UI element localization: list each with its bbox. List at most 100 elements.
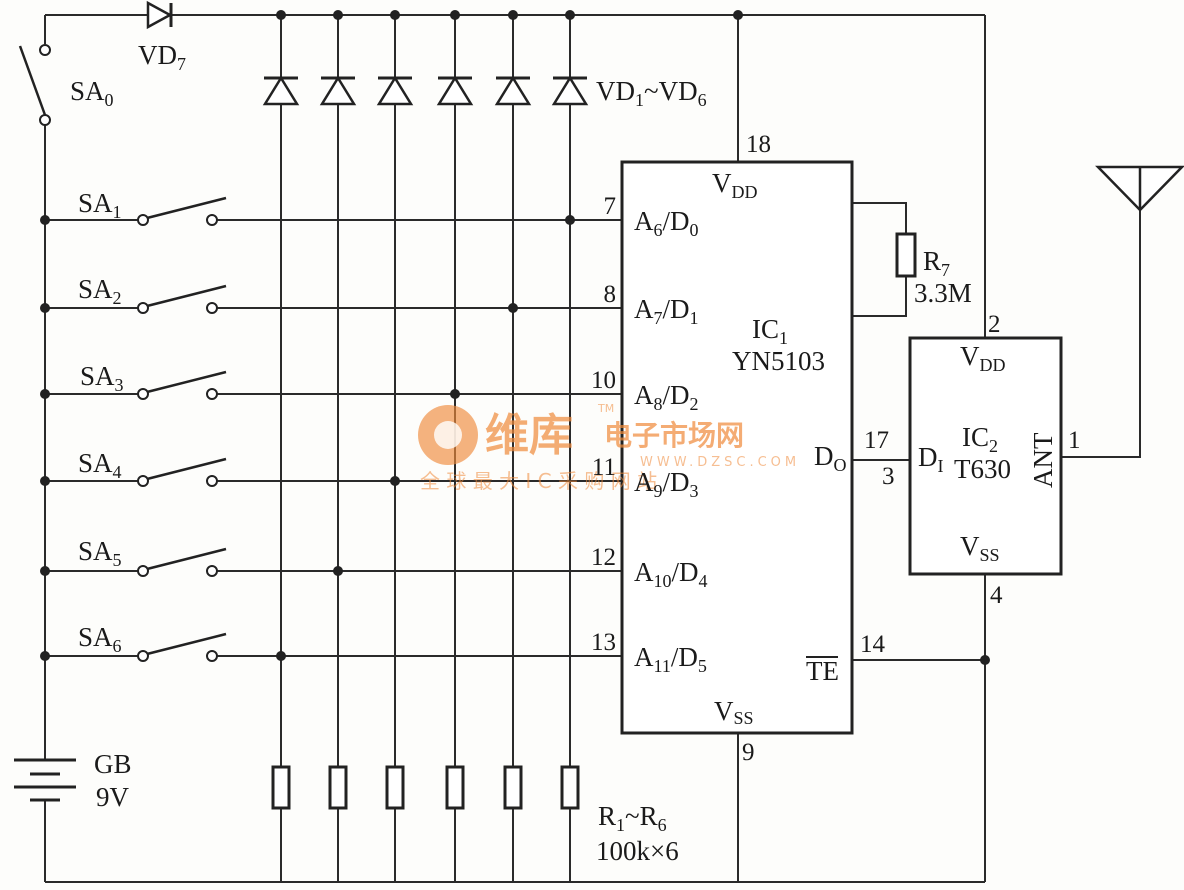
switch-sa0[interactable] <box>18 44 51 126</box>
resistor-r4 <box>445 765 465 810</box>
ic2-pin-ant: 1 <box>1068 427 1081 454</box>
switch-sa4[interactable] <box>137 457 227 487</box>
ic2-body <box>908 336 1063 576</box>
ic1-pin-11: 11 <box>592 454 616 481</box>
ic1-pin-12: 12 <box>591 544 616 571</box>
ic1-pin-te: 14 <box>860 631 886 658</box>
watermark-site: 电子市场网 <box>604 419 744 452</box>
switch-sa2[interactable] <box>137 284 227 314</box>
ic1-pin-7: 7 <box>604 193 617 220</box>
ic2-pin-vdd: 2 <box>988 311 1001 338</box>
diode-vd5 <box>494 75 532 106</box>
sa6-label: SA6 <box>78 622 122 656</box>
junction-dot <box>980 655 990 665</box>
battery-value: 9V <box>96 782 130 812</box>
ic2-part: T630 <box>954 454 1011 484</box>
sa5-label: SA5 <box>78 536 122 570</box>
junction-dot <box>565 215 575 225</box>
junction-dot <box>333 566 343 576</box>
battery-gb <box>14 758 76 802</box>
watermark-tm: TM <box>597 402 614 415</box>
switches-sa1-sa6 <box>137 196 227 662</box>
diode-vd4 <box>436 75 474 106</box>
ic2-din-label: DI <box>918 442 944 476</box>
sa1-label: SA1 <box>78 188 122 222</box>
watermark-slogan: 全 球 最 大 I C 采 购 网 站 <box>420 469 657 493</box>
ic1-dout-label: DO <box>814 441 847 475</box>
ic1-part: YN5103 <box>732 346 825 376</box>
junction-dot <box>390 10 400 20</box>
ic1-name: IC1 <box>752 314 788 348</box>
ic2-vss-label: VSS <box>960 531 1000 565</box>
ic1-body <box>620 160 854 735</box>
resistor-r6 <box>560 765 580 810</box>
ic1-input-labels: 7 A6/D0 8 A7/D1 10 A8/D2 11 A9/D3 12 A10/D4 13 A11/… <box>591 193 708 676</box>
resistors-r1-r6 <box>271 765 580 810</box>
ic1-input-3: A8/D2 <box>634 380 699 414</box>
ic2-vdd-label: VDD <box>960 341 1006 375</box>
resistor-r2 <box>328 765 348 810</box>
ic1-vdd-label: VDD <box>712 168 758 202</box>
junction-dot <box>450 389 460 399</box>
ic1-input-1: A6/D0 <box>634 206 699 240</box>
res-group-label: R1~R6 <box>598 801 667 835</box>
junction-dot <box>40 651 50 661</box>
diode-vd6 <box>551 75 589 106</box>
antenna-wire <box>1061 210 1141 458</box>
vd7-label: VD7 <box>138 40 186 74</box>
junction-dot <box>565 10 575 20</box>
ic1-input-2: A7/D1 <box>634 294 699 328</box>
ic2-pin-din: 3 <box>882 463 895 490</box>
junction-dot <box>390 476 400 486</box>
junction-dot <box>733 10 743 20</box>
ic1-input-5: A10/D4 <box>634 557 708 591</box>
ic1-pin-dout: 17 <box>864 427 889 454</box>
watermark-brand: 维库 <box>485 410 573 461</box>
junction-dot <box>508 10 518 20</box>
junction-dot <box>40 215 50 225</box>
diode-vd2 <box>319 75 357 106</box>
resistor-r5 <box>503 765 523 810</box>
ic2-ant-label: ANT <box>1028 432 1058 488</box>
diodes-vd1-vd6 <box>262 75 589 106</box>
ic1-pin-13: 13 <box>591 629 616 656</box>
switch-sa3[interactable] <box>137 370 227 400</box>
ic1-input-6: A11/D5 <box>634 642 707 676</box>
junction-dot <box>508 303 518 313</box>
r7-label: R7 <box>923 246 950 280</box>
junction-dot <box>40 303 50 313</box>
junction-dot <box>40 566 50 576</box>
wires <box>44 14 1141 883</box>
ic1-vss-label: VSS <box>714 696 754 728</box>
ic1-pin-vdd: 18 <box>746 131 771 158</box>
ic2-name: IC2 <box>962 422 998 456</box>
diode-vd3 <box>376 75 414 106</box>
watermark-url: WWW.DZSC.COM <box>640 455 800 470</box>
ic1-input-4: A9/D3 <box>634 467 699 501</box>
sa4-label: SA4 <box>78 448 122 482</box>
sa0-label: SA0 <box>70 76 114 110</box>
ic1-pin-8: 8 <box>604 281 617 308</box>
r7-value: 3.3M <box>914 278 972 308</box>
junction-dots <box>40 10 990 665</box>
junction-dot <box>276 651 286 661</box>
switch-sa1[interactable] <box>137 196 227 226</box>
ic1-pin-10: 10 <box>591 367 616 394</box>
vd-group-label: VD1~VD6 <box>596 76 707 110</box>
switch-sa6[interactable] <box>137 632 227 662</box>
switch-sa5[interactable] <box>137 547 227 577</box>
junction-dot <box>276 10 286 20</box>
antenna-icon <box>1095 165 1184 212</box>
junction-dot <box>40 476 50 486</box>
junction-dot <box>40 389 50 399</box>
sa3-label: SA3 <box>80 361 124 395</box>
diode-vd1 <box>262 75 300 106</box>
resistor-r3 <box>385 765 405 810</box>
res-group-value: 100k×6 <box>596 836 679 866</box>
sa2-label: SA2 <box>78 274 122 308</box>
labels: VD7 VD1~VD6 SA0 SA1 SA2 SA3 SA4 SA5 SA6 … <box>70 40 1081 866</box>
junction-dot <box>450 10 460 20</box>
resistor-r7 <box>895 232 917 278</box>
